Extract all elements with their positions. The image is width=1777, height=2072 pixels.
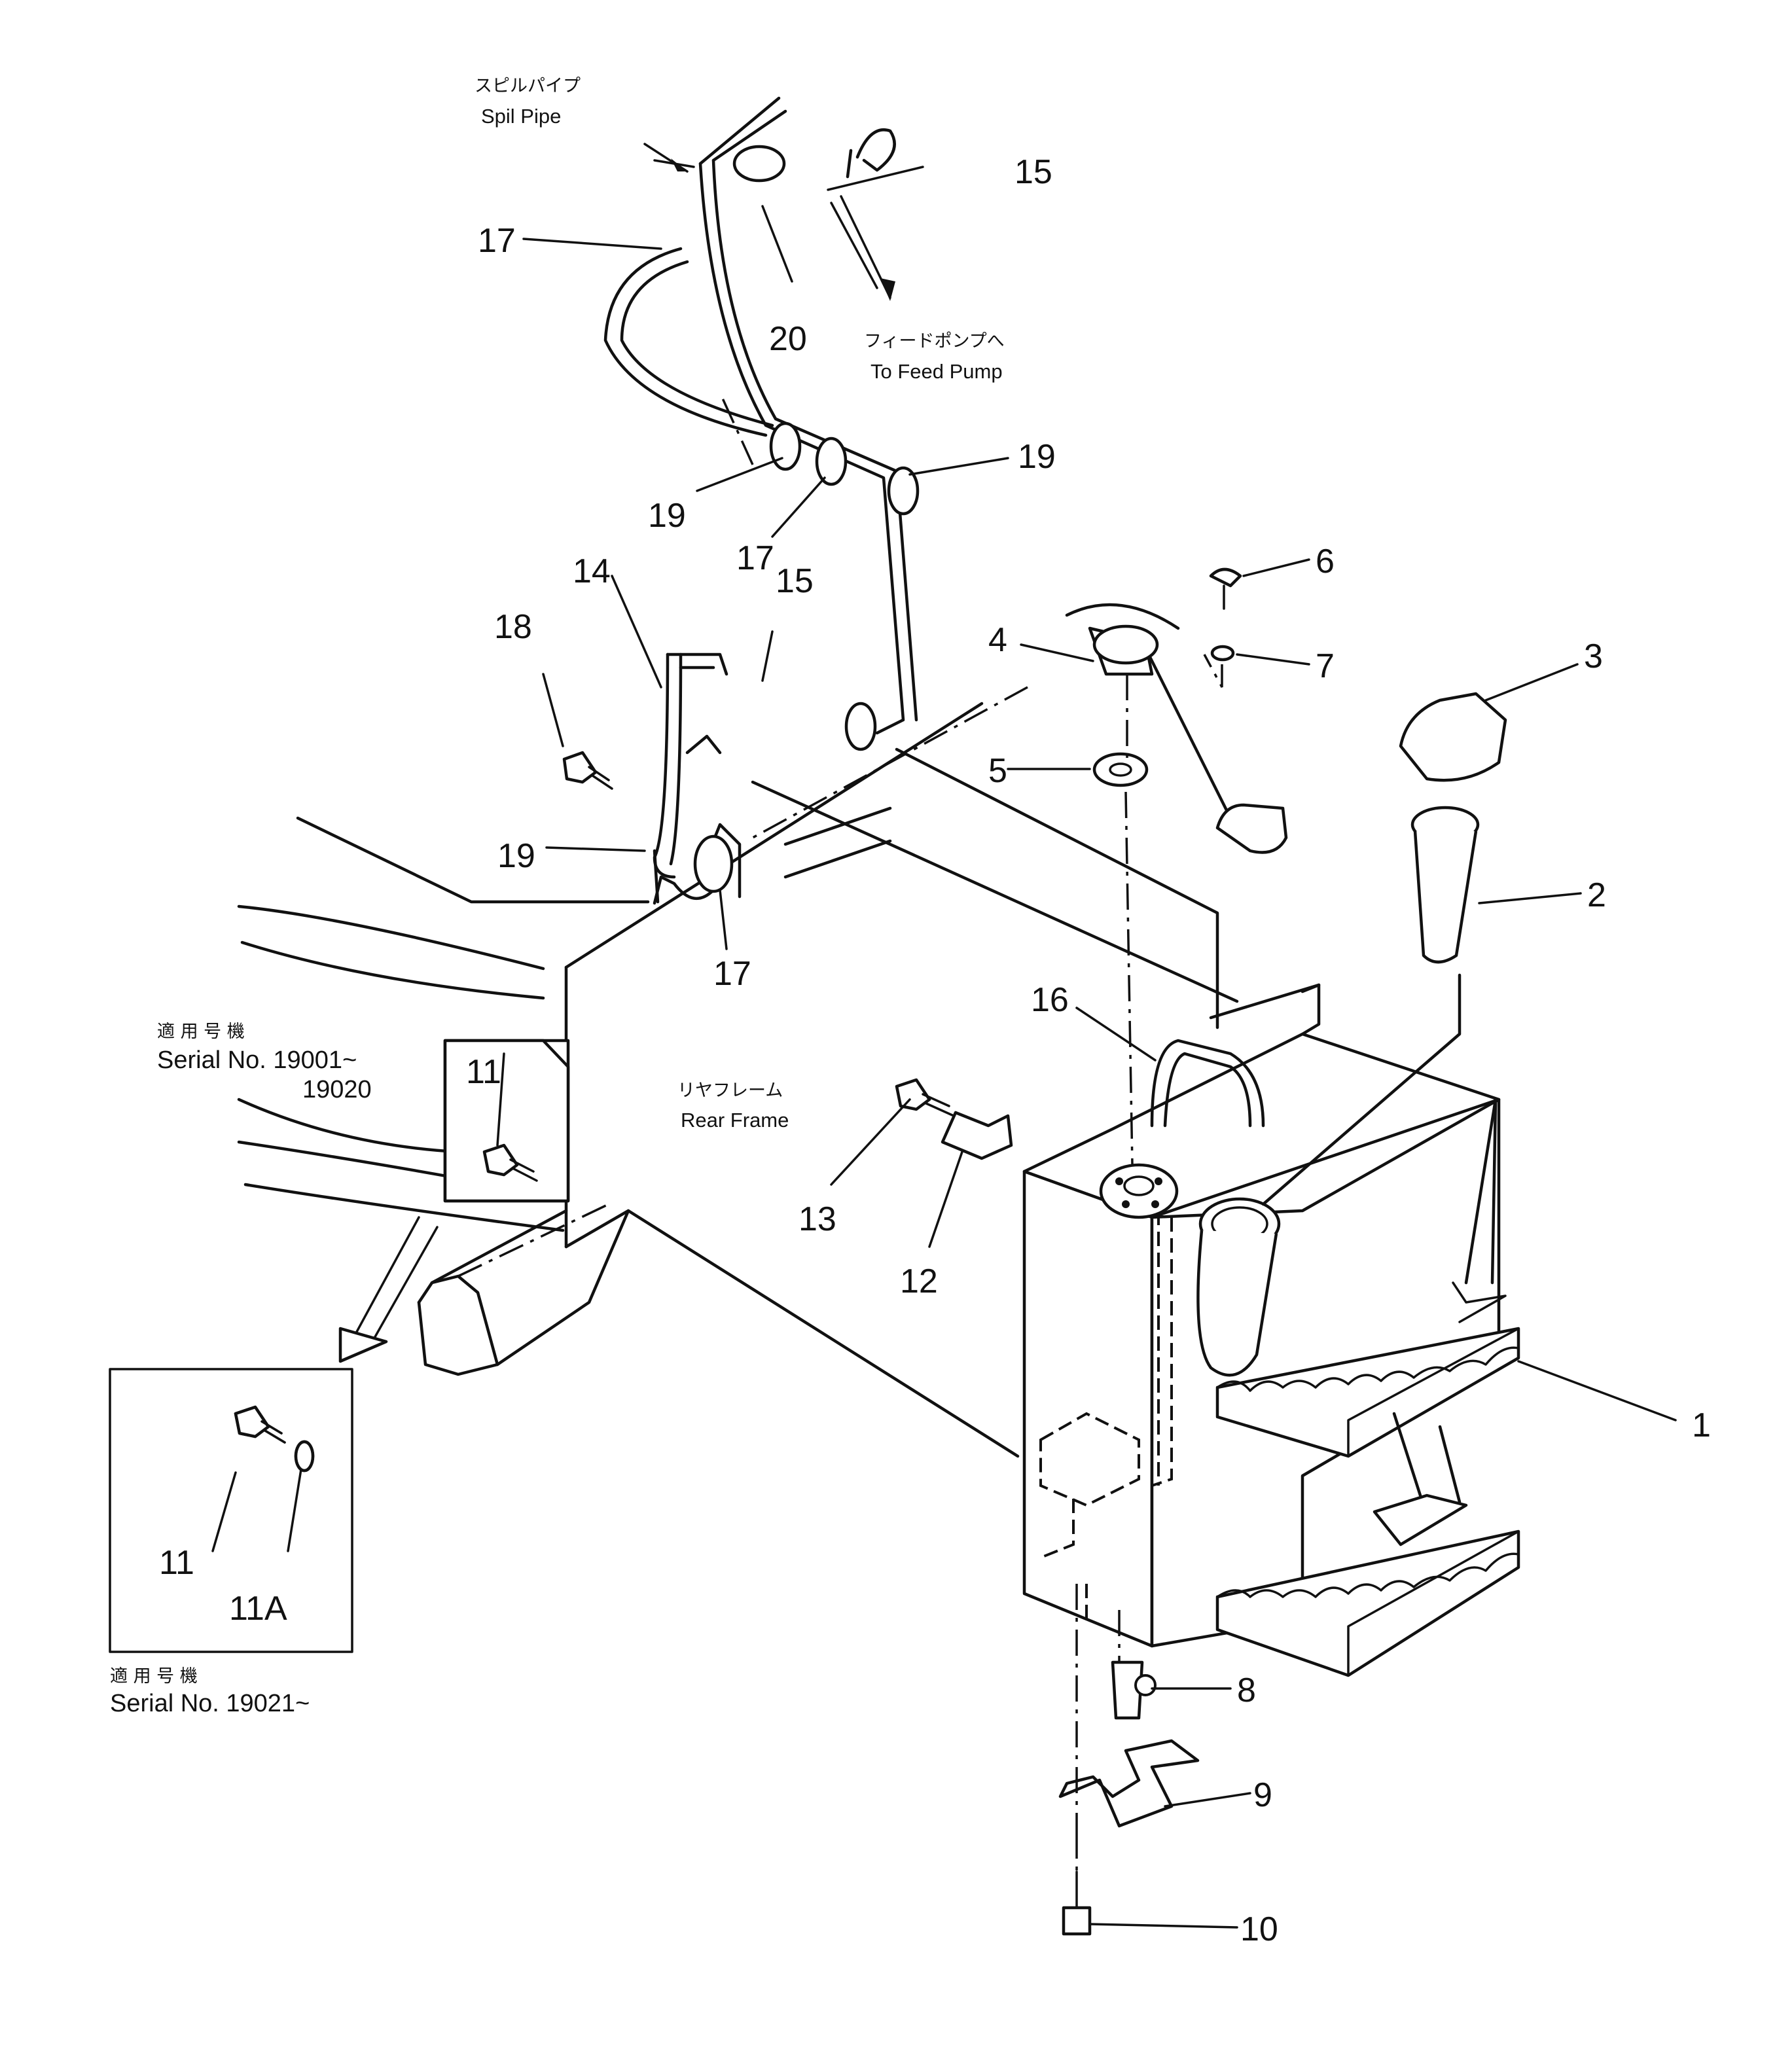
bolt-11-late (234, 1405, 270, 1438)
callout-8: 8 (1237, 1671, 1256, 1709)
washer-11a (294, 1440, 315, 1473)
bolt-11-late-thread (260, 1420, 286, 1444)
callout-4: 4 (988, 621, 1007, 659)
serial-late-label-jp: 適 用 号 機 (110, 1666, 198, 1687)
callout-20: 20 (769, 320, 807, 358)
callout-5: 5 (988, 752, 1007, 790)
callout-19-bottom: 19 (497, 837, 535, 875)
serial-early-line1: Serial No. 19001~ (157, 1046, 357, 1074)
rear-frame (237, 702, 1239, 1458)
callout-11-late: 11 (159, 1544, 194, 1582)
inset-box-late-serial (109, 1368, 353, 1653)
spill-pipe-label-en: Spil Pipe (481, 105, 561, 128)
callout-numbers: 1 2 3 4 5 6 7 8 9 10 11 11 11A 12 13 14 … (159, 153, 1711, 1948)
bolt-11-early (482, 1143, 519, 1177)
callout-18: 18 (494, 608, 532, 646)
rear-frame-label-jp: リヤフレーム (677, 1081, 783, 1101)
callout-17-top: 17 (478, 222, 516, 260)
callout-15-top: 15 (1014, 153, 1052, 191)
callout-11a: 11A (229, 1590, 287, 1628)
callout-17-bottom: 17 (713, 955, 751, 993)
callout-11-early: 11 (466, 1053, 501, 1091)
leader-lines (211, 143, 1677, 1929)
callout-15-mid: 15 (776, 562, 814, 600)
callout-10: 10 (1240, 1910, 1278, 1948)
callout-12: 12 (900, 1262, 938, 1300)
callout-19-right: 19 (1018, 438, 1056, 476)
bolt-11-early-thread (509, 1158, 538, 1182)
callout-9: 9 (1253, 1776, 1272, 1814)
serial-early-label-jp: 適 用 号 機 (157, 1022, 245, 1042)
steps (1215, 1098, 1520, 1677)
callout-6: 6 (1316, 543, 1335, 581)
callout-17-mid: 17 (736, 539, 774, 577)
feed-pump-label-en: To Feed Pump (871, 360, 1003, 383)
spill-pipe-label-jp: スピルパイプ (475, 76, 581, 96)
serial-late-line1: Serial No. 19021~ (110, 1690, 310, 1717)
serial-early-line2: 19020 (302, 1076, 372, 1103)
rear-frame-label-en: Rear Frame (681, 1109, 789, 1132)
inset-box-early-serial-cut (443, 1039, 570, 1203)
callout-14: 14 (573, 552, 611, 590)
callout-1: 1 (1692, 1406, 1711, 1444)
leader-11-early (496, 1052, 505, 1147)
fuel-pipes (603, 96, 1288, 1128)
callout-2: 2 (1587, 876, 1606, 914)
callout-13: 13 (799, 1200, 836, 1238)
fuel-tank (1022, 983, 1501, 1648)
annotation-notes: スピルパイプ Spil Pipe フィードポンプへ To Feed Pump リ… (110, 76, 1005, 1717)
callout-16: 16 (1031, 981, 1069, 1019)
hardware (234, 145, 1507, 1936)
callout-7: 7 (1316, 647, 1335, 685)
callout-19-left: 19 (648, 497, 686, 535)
callout-3: 3 (1584, 637, 1603, 675)
feed-pump-label-jp: フィードポンプへ (864, 331, 1005, 351)
